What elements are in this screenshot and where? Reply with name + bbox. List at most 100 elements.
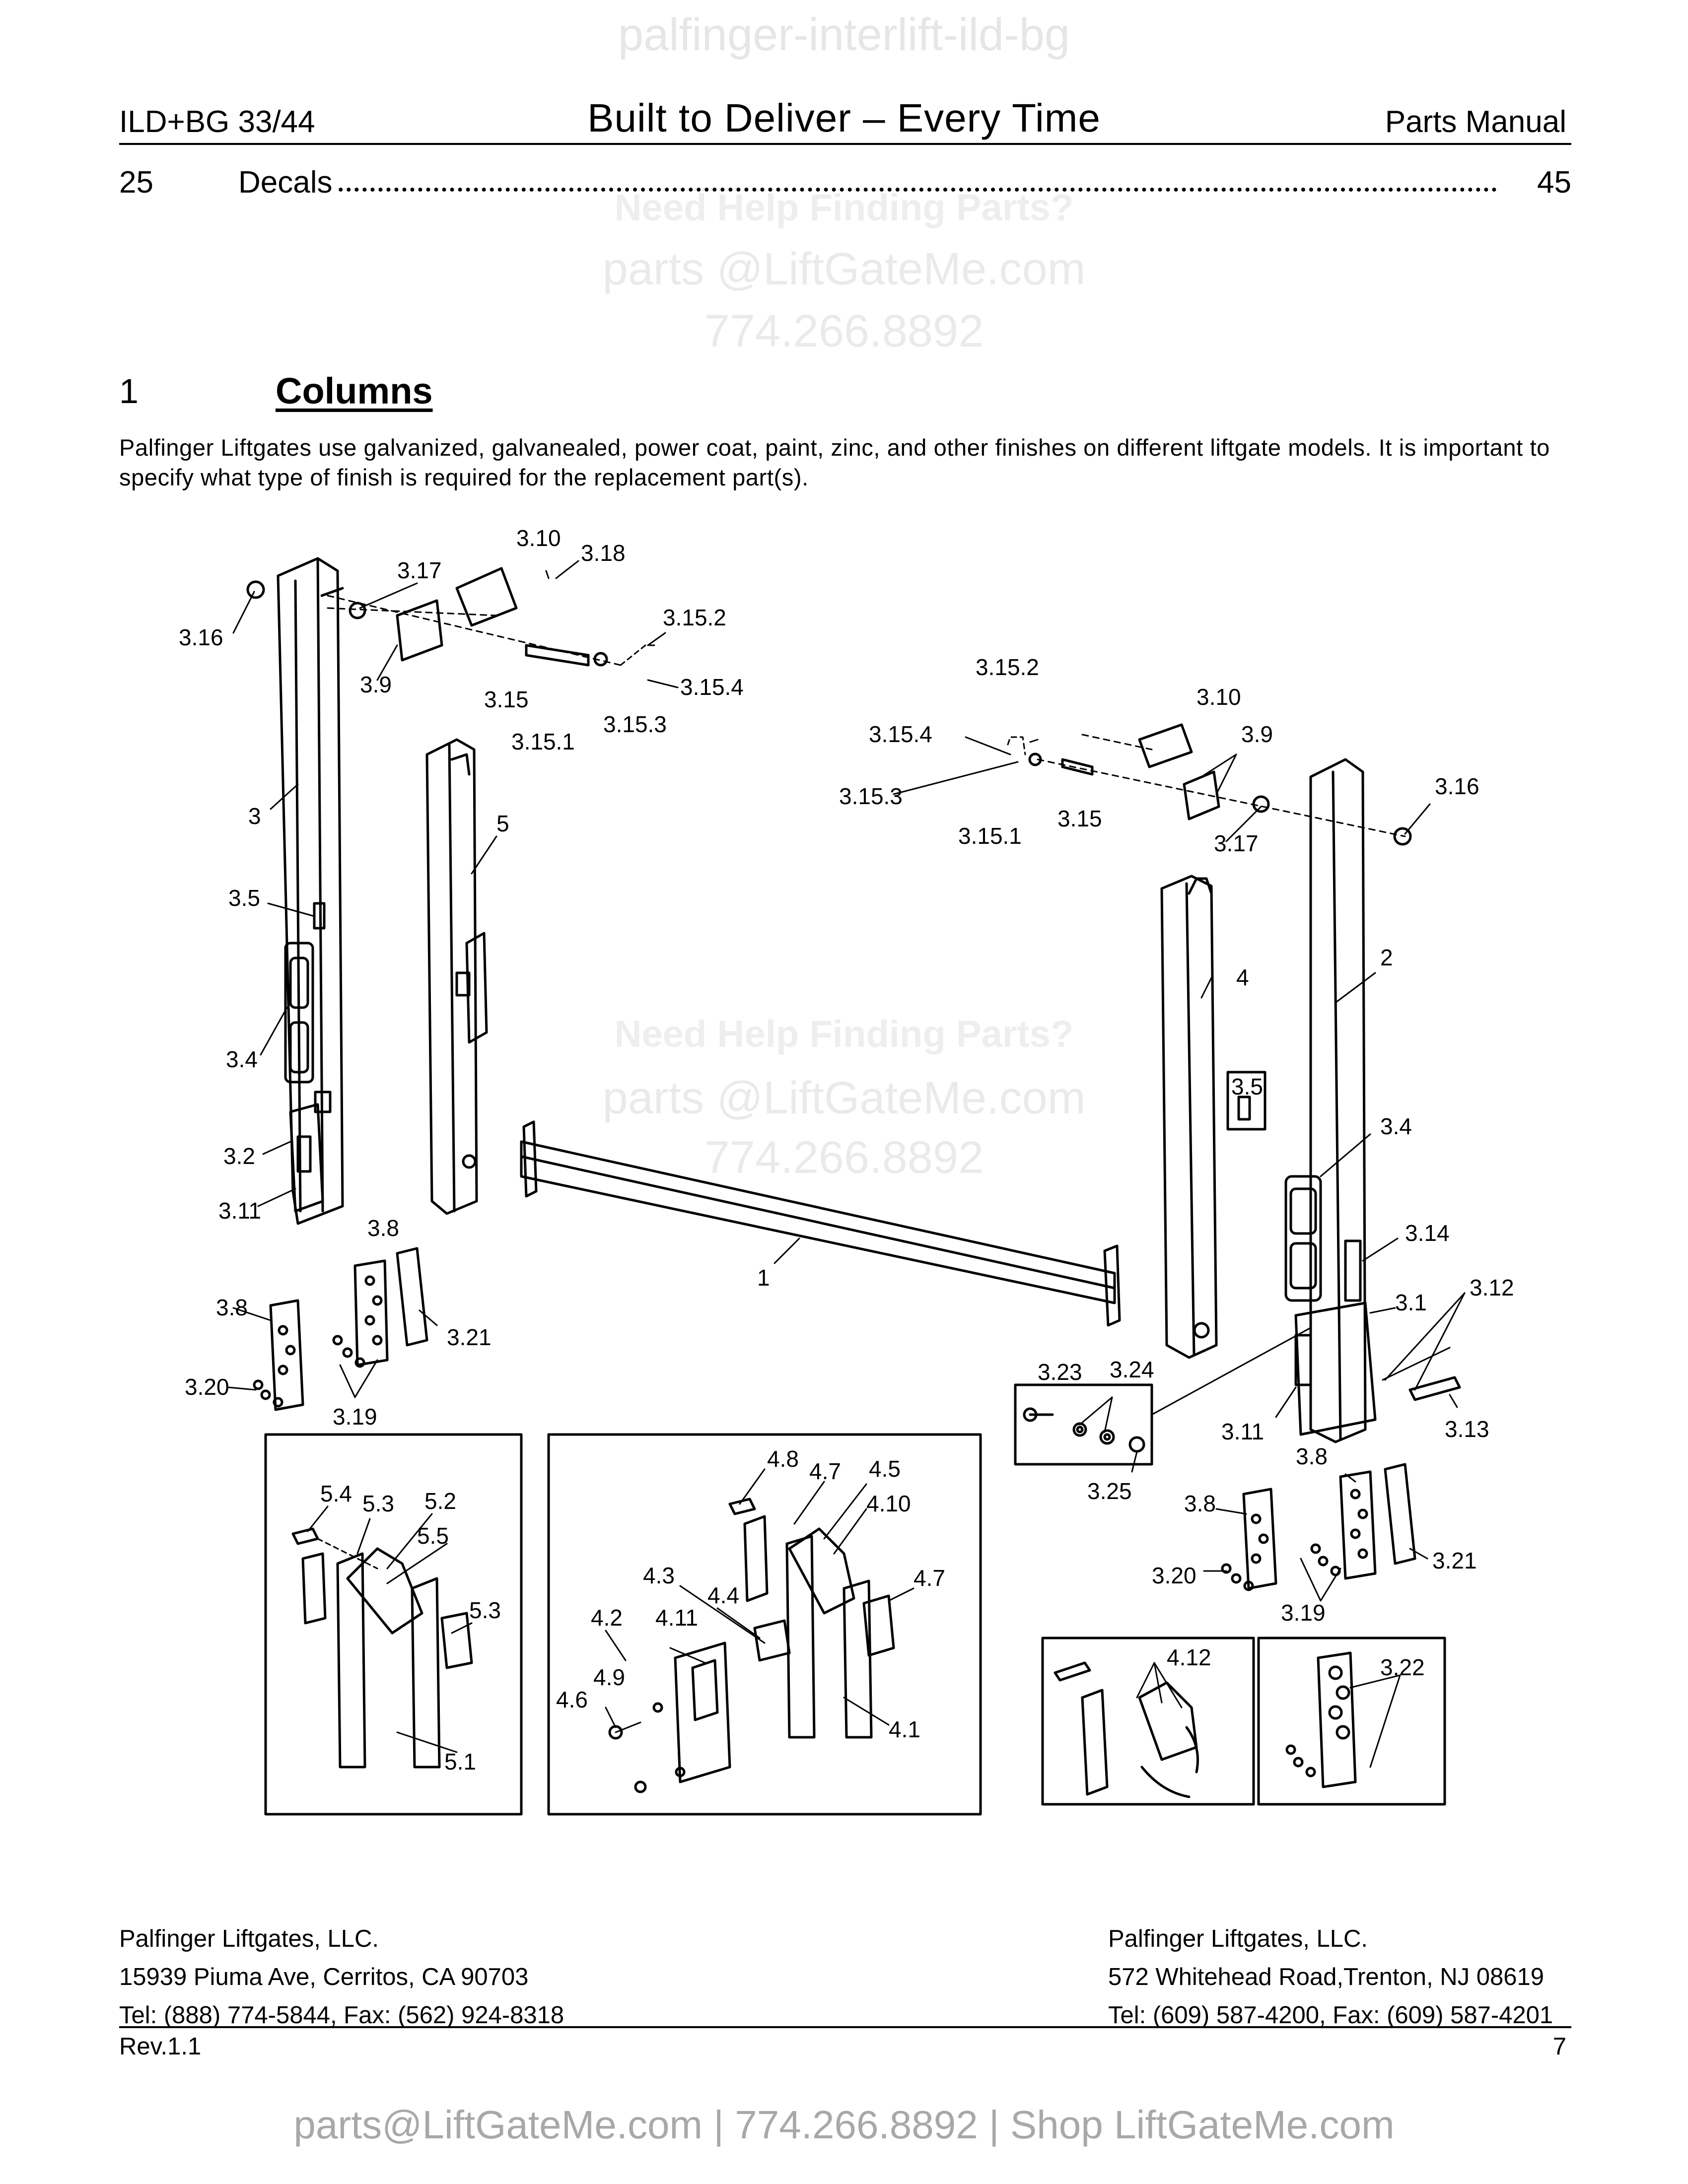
page-number: 7 — [1552, 2033, 1566, 2060]
callout-5-3: 5.3 — [469, 1597, 501, 1623]
callout-3-15-2-right: 3.15.2 — [976, 654, 1039, 680]
callout-4-11: 4.11 — [655, 1605, 698, 1631]
decal-3-13 — [1408, 1376, 1461, 1401]
plate-3-8-right-b — [1339, 1470, 1377, 1580]
callout-3-23: 3.23 — [1038, 1359, 1082, 1385]
watermark-email-2: parts @LiftGateMe.com — [602, 1073, 1086, 1123]
header-manual-type: Parts Manual — [1385, 105, 1566, 139]
footer-east-street: 572 Whitehead Road,Trenton, NJ 08619 — [1108, 1964, 1545, 1990]
footer-east-company: Palfinger Liftgates, LLC. — [1108, 1925, 1368, 1952]
callout-3-21-left: 3.21 — [447, 1324, 492, 1350]
inset-3-22-box — [1257, 1637, 1446, 1806]
callout-4-4: 4.4 — [707, 1582, 739, 1608]
callout-3-11-right: 3.11 — [1221, 1419, 1264, 1444]
column-2-shape — [1309, 758, 1367, 1443]
revision-label: Rev.1.1 — [119, 2033, 202, 2060]
callout-3-24: 3.24 — [1110, 1357, 1154, 1382]
callout-3-19-left: 3.19 — [333, 1404, 377, 1430]
column-4-shape — [1160, 875, 1218, 1359]
column-5-shape — [425, 738, 478, 1215]
section-title: Columns — [276, 370, 433, 411]
plate-3-9-right — [1183, 770, 1220, 820]
callout-4-1: 4.1 — [889, 1716, 920, 1742]
inset-column5-box — [264, 1433, 523, 1816]
watermark-phone-2: 774.266.8892 — [704, 1132, 984, 1183]
cover-3-10-right — [1138, 723, 1193, 768]
callout-3-17-right: 3.17 — [1214, 830, 1259, 856]
callout-3-15-4-right: 3.15.4 — [869, 721, 932, 747]
callout-3-5-left: 3.5 — [228, 885, 260, 911]
callout-3-14: 3.14 — [1405, 1220, 1450, 1246]
beam-1-shape — [520, 1140, 1116, 1304]
callout-3-15-2-left: 3.15.2 — [663, 605, 726, 630]
plate-3-21-left — [396, 1247, 428, 1347]
callout-3-13: 3.13 — [1445, 1416, 1489, 1442]
callout-3-5-right: 3.5 — [1231, 1074, 1263, 1099]
callout-2: 2 — [1380, 945, 1393, 970]
bracket-3-1 — [1294, 1301, 1377, 1436]
bracket-3-2-left — [289, 1103, 324, 1213]
watermark-help-1: Need Help Finding Parts? — [614, 187, 1074, 229]
callout-3-18: 3.18 — [581, 540, 626, 566]
toc-page: 45 — [1533, 165, 1571, 200]
callout-3-8-left: 3.8 — [216, 1295, 248, 1320]
callout-3-10-left: 3.10 — [516, 525, 561, 551]
clip-3-5-box — [1226, 1071, 1266, 1131]
callout-4: 4 — [1236, 964, 1249, 990]
footer-west-company: Palfinger Liftgates, LLC. — [119, 1925, 379, 1952]
callout-3-15-3-right: 3.15.3 — [839, 783, 903, 809]
callout-4-5: 4.5 — [869, 1456, 901, 1482]
plate-3-8-left-b — [353, 1259, 389, 1366]
callout-3-16-left: 3.16 — [179, 624, 223, 650]
watermark-phone-1: 774.266.8892 — [704, 306, 984, 356]
watermark-email-1: parts @LiftGateMe.com — [602, 244, 1086, 294]
toc-number: 25 — [119, 165, 153, 200]
section-number: 1 — [119, 372, 139, 410]
callout-4-7: 4.7 — [914, 1565, 945, 1591]
callout-3-1: 3.1 — [1395, 1290, 1427, 1315]
callout-3-10-right: 3.10 — [1196, 684, 1241, 710]
callout-3-20-left: 3.20 — [185, 1374, 229, 1400]
watermark-help-2: Need Help Finding Parts? — [614, 1013, 1074, 1055]
callout-3-15-right: 3.15 — [1057, 806, 1102, 831]
section-intro: Palfinger Liftgates use galvanized, galv… — [119, 434, 1550, 490]
callout-5-5: 5.5 — [417, 1523, 449, 1549]
callout-3-15-left: 3.15 — [484, 686, 529, 712]
header-rule — [119, 143, 1571, 145]
callout-3-15-4-left: 3.15.4 — [680, 674, 744, 700]
plate-3-21-right — [1384, 1463, 1416, 1565]
header-model: ILD+BG 33/44 — [119, 105, 315, 139]
callout-1: 1 — [757, 1265, 770, 1291]
callout-3-4-left: 3.4 — [226, 1046, 258, 1072]
cover-3-10-left — [455, 567, 518, 627]
block-3-14 — [1344, 1239, 1362, 1302]
callout-3-8-left-top: 3.8 — [367, 1215, 399, 1241]
inset-column4-box — [547, 1433, 982, 1816]
footer-east-phone: Tel: (609) 587-4200, Fax: (609) 587-4201 — [1108, 2002, 1553, 2029]
callout-4-8: 4.8 — [767, 1446, 799, 1472]
hardware-box-3-23 — [1014, 1383, 1153, 1466]
toc-leader-dots — [243, 188, 1497, 192]
callout-3-20-right: 3.20 — [1152, 1563, 1196, 1588]
callout-3-15-1-right: 3.15.1 — [958, 823, 1022, 849]
callout-5-1: 5.1 — [444, 1749, 476, 1774]
footer-address-west: Palfinger Liftgates, LLC. 15939 Piuma Av… — [119, 1920, 564, 2035]
pin-3-15-left — [525, 644, 590, 667]
nut-3-16-left — [246, 580, 265, 599]
callout-4-7-top: 4.7 — [809, 1458, 841, 1484]
plate-3-9-left — [396, 599, 443, 662]
footer-rule — [119, 2026, 1571, 2028]
toc-title: Decals — [238, 165, 336, 200]
callout-5-4: 5.4 — [320, 1481, 352, 1506]
toc-entry[interactable]: 25 Decals 45 — [119, 165, 1571, 205]
callout-4-10: 4.10 — [866, 1491, 911, 1516]
callout-3: 3 — [248, 803, 261, 829]
nut-3-17-left — [349, 602, 366, 619]
footer-watermark-contact[interactable]: parts@LiftGateMe.com | 774.266.8892 | Sh… — [293, 2103, 1395, 2147]
header-slogan: Built to Deliver – Every Time — [587, 96, 1101, 140]
callout-3-8-right: 3.8 — [1184, 1491, 1216, 1516]
callout-3-8-right-top: 3.8 — [1296, 1443, 1328, 1469]
callout-5-3-top: 5.3 — [362, 1491, 394, 1516]
plate-3-8-left-a — [269, 1299, 304, 1411]
